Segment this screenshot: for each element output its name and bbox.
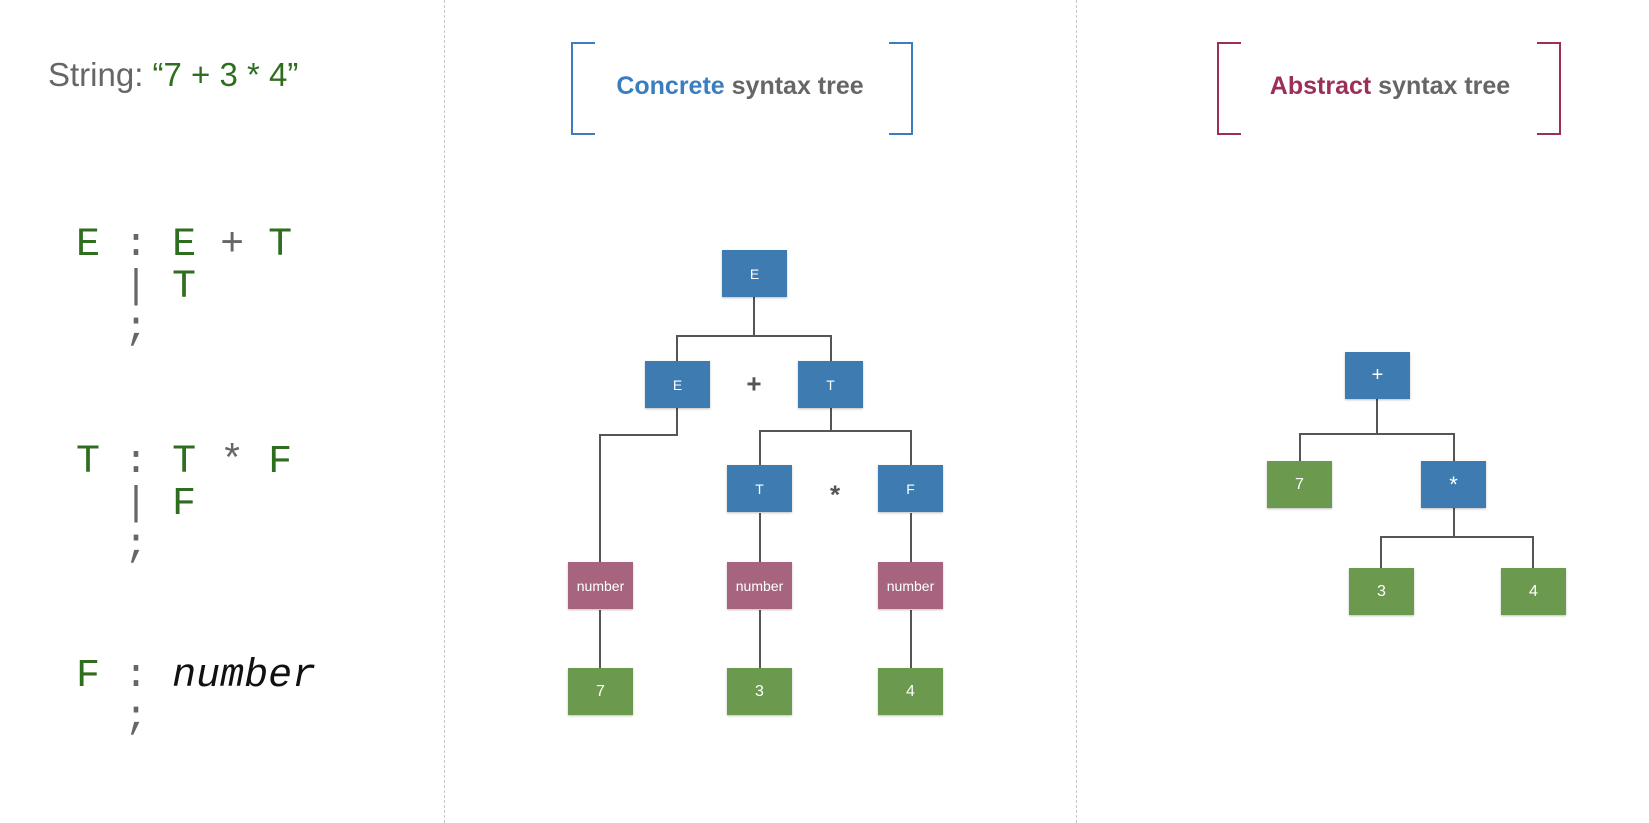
rule-symbol: T [268,223,293,268]
cst-plus-operator: + [746,368,762,399]
rule-end: ; [124,524,149,569]
cst-node-number-1: number [568,562,633,609]
node-label: 7 [596,682,605,700]
edge-root-e [676,335,832,361]
rule-operator: + [220,223,245,268]
node-label: 7 [1295,475,1304,493]
cst-literal-3: 3 [727,668,792,715]
abstract-title: Abstract syntax tree [1270,72,1510,101]
node-label: number [886,577,935,594]
rule-bar: | [124,265,149,310]
ast-node-star: * [1421,461,1486,508]
node-label: 4 [906,682,915,700]
grammar-rule-e: E : E + T | T ; [76,225,292,351]
abstract-title-accent: Abstract [1269,72,1372,100]
rule-end: ; [124,307,149,352]
cst-node-t: T [798,361,863,408]
concrete-title-rest: syntax tree [724,72,864,100]
cst-star-operator: * [829,479,841,510]
concrete-title-accent: Concrete [616,72,725,100]
cst-node-e-root: E [722,250,787,297]
rule-colon: : [124,440,149,485]
rule-symbol: F [268,440,293,485]
ast-literal-4: 4 [1501,568,1566,615]
node-label: * [1449,471,1458,497]
input-string: String: “7 + 3 * 4” [48,56,298,94]
node-label: number [576,577,625,594]
node-label: 4 [1529,582,1538,600]
cst-literal-4: 4 [878,668,943,715]
rule-token: number [172,654,317,699]
divider-right [1076,0,1077,823]
cst-node-number-3: number [878,562,943,609]
edge-star-children [1380,536,1534,568]
abstract-bracket-left [1217,42,1241,135]
rule-lhs: F [76,654,101,699]
node-label: + [1371,364,1384,386]
node-label: 3 [1377,582,1386,600]
input-value: “7 + 3 * 4” [152,56,299,93]
concrete-bracket-right [889,42,913,135]
concrete-title: Concrete syntax tree [616,72,863,101]
edge-e-number [599,408,678,562]
ast-node-plus: + [1345,352,1410,399]
abstract-title-rest: syntax tree [1371,72,1511,100]
cst-literal-7: 7 [568,668,633,715]
rule-symbol: F [172,482,197,527]
cst-node-f: F [878,465,943,512]
rule-colon: : [124,223,149,268]
node-label: T [755,480,764,497]
node-label: F [906,480,915,497]
edge-t-children [759,430,912,465]
rule-lhs: T [76,440,101,485]
rule-bar: | [124,482,149,527]
abstract-bracket-right [1537,42,1561,135]
input-label: String: [48,56,144,93]
ast-literal-7: 7 [1267,461,1332,508]
rule-operator: * [220,440,245,485]
ast-literal-3: 3 [1349,568,1414,615]
concrete-bracket-left [571,42,595,135]
grammar-rule-f: F : number ; [76,656,316,740]
rule-symbol: T [172,265,197,310]
rule-end: ; [124,696,149,741]
cst-node-number-2: number [727,562,792,609]
node-label: T [826,376,835,393]
node-label: E [672,376,683,393]
grammar-rule-t: T : T * F | F ; [76,442,292,568]
rule-symbol: T [172,440,197,485]
rule-lhs: E [76,223,101,268]
edge-plus-children [1299,433,1455,461]
cst-node-t2: T [727,465,792,512]
node-label: number [735,577,784,594]
node-label: E [749,265,760,282]
rule-colon: : [124,654,149,699]
cst-node-e: E [645,361,710,408]
node-label: 3 [755,682,764,700]
divider-left [444,0,445,823]
rule-symbol: E [172,223,197,268]
